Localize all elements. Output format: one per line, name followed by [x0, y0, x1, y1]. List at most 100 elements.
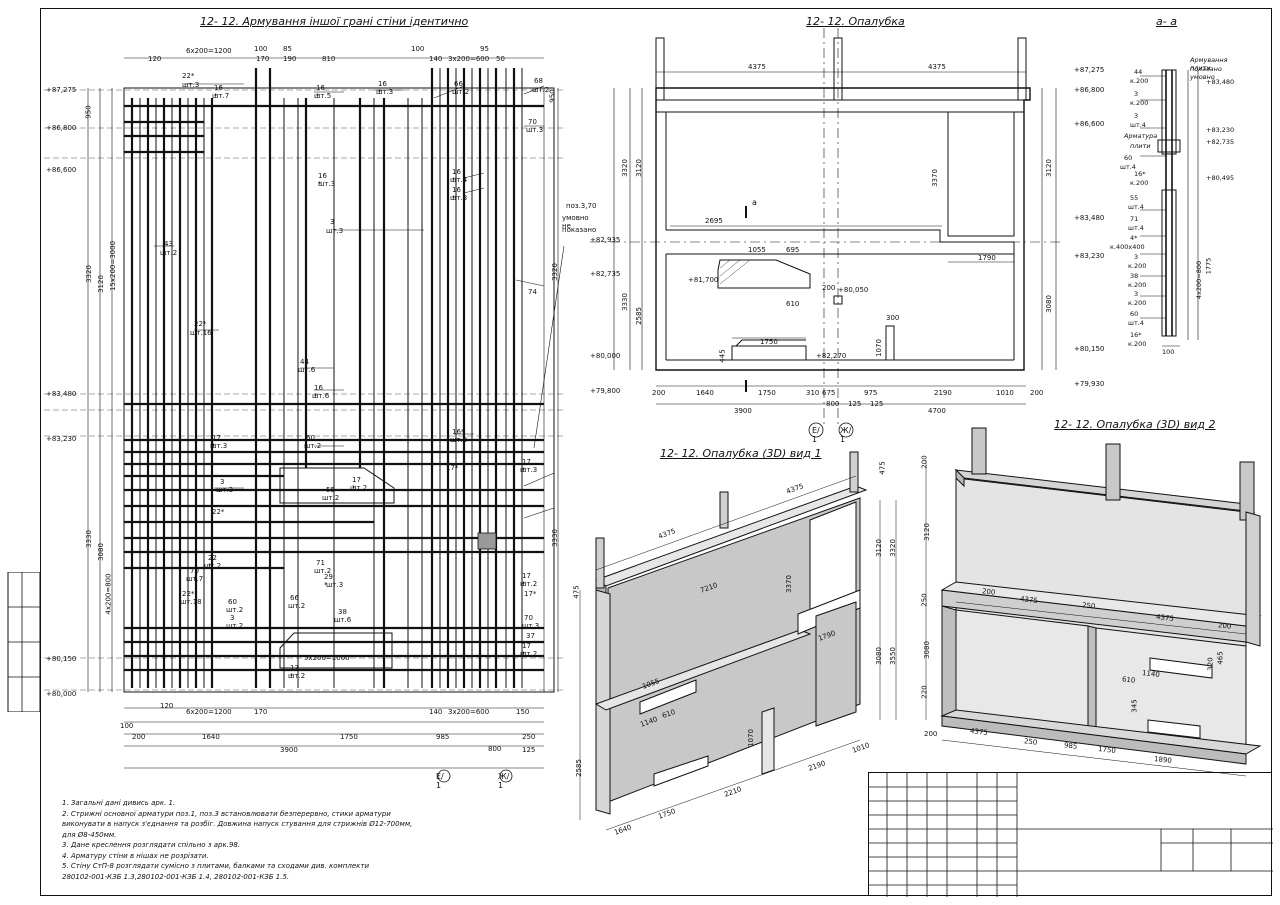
- bar-callout: 17*: [446, 464, 459, 472]
- dim-label: 200: [1217, 621, 1232, 631]
- bar-callout: шт.4: [450, 176, 468, 184]
- bar-callout: 16 *: [314, 384, 323, 400]
- bar-callout: шт.2: [532, 86, 550, 94]
- section-item: 3: [1134, 90, 1139, 98]
- dim-label: 985: [436, 733, 450, 741]
- bar-callout: шт.2: [520, 580, 538, 588]
- note-line: виконувати в напуск з'єднання та розбіг.…: [62, 820, 413, 828]
- dim-label: 300: [886, 314, 900, 322]
- bar-callout: 16 *: [378, 80, 387, 96]
- bar-callout: шт.2: [288, 602, 306, 610]
- section-item: 55: [1130, 194, 1139, 202]
- dim-label: 250: [1081, 601, 1096, 611]
- bar-callout: шт.2: [452, 88, 470, 96]
- reinforcement-elevation: [44, 57, 565, 783]
- dim-label: 85: [283, 45, 292, 53]
- section-item: 44: [1134, 68, 1143, 76]
- bar-callout: 70: [524, 614, 533, 622]
- level-mark: +86,800: [46, 124, 77, 132]
- section-item: к.200: [1128, 281, 1147, 289]
- formwork-3d-view-1: [579, 451, 897, 831]
- note-line: 280102-001-КЗБ 1.3,280102-001-КЗБ 1.4, 2…: [62, 872, 290, 881]
- note-line: 3. Дане креслення розглядати спільно з а…: [62, 841, 241, 849]
- bar-callout: шт.3: [182, 81, 200, 89]
- dim-label: 3320: [84, 265, 93, 283]
- dim-label: 125: [848, 400, 862, 408]
- dim-label: 445: [718, 349, 727, 363]
- bar-callout: шт.2: [204, 562, 222, 570]
- dim-label: 695: [786, 246, 800, 254]
- section-a-a: [1140, 69, 1199, 347]
- note-line: 4. Арматуру стіни в нішах не розрізати.: [62, 851, 209, 860]
- section-item: шт.4: [1128, 319, 1144, 327]
- bar-callout: шт.3: [318, 180, 336, 188]
- dim-label: 1010: [996, 389, 1014, 397]
- level-mark: +83,480: [46, 390, 77, 398]
- dim-label: 1750: [758, 389, 776, 397]
- section-item: 3: [1134, 112, 1139, 120]
- bar-callout: 16 *: [318, 172, 327, 188]
- bar-callout: шт.2: [314, 567, 332, 575]
- bar-callout: шт.3: [326, 581, 344, 589]
- level-mark: +80,000: [46, 690, 77, 698]
- dim-label: 1890: [1153, 755, 1173, 765]
- section-note: Арматура: [1124, 132, 1158, 140]
- bar-callout: 17 *: [522, 642, 531, 658]
- dim-label: 120: [148, 55, 162, 63]
- bar-callout: шт.6: [298, 366, 316, 374]
- dim-label: 3х200=600: [448, 55, 490, 63]
- dim-label: 3320: [888, 539, 897, 557]
- dim-label: 4375: [1155, 613, 1175, 623]
- note-line: 2. Стрижні основної арматури поз.1, поз.…: [62, 809, 391, 818]
- dim-label: 200: [1030, 389, 1044, 397]
- section-item: 16*: [1134, 170, 1146, 178]
- dim-label: 3330: [620, 293, 629, 311]
- level-mark: +83,230: [1206, 126, 1235, 134]
- dim-label: 200: [920, 455, 929, 469]
- dim-label: 250: [1023, 737, 1038, 747]
- dim-label: 3080: [874, 647, 883, 665]
- dim-label: 1070: [874, 339, 883, 357]
- bar-callout: шт.3: [450, 436, 468, 444]
- level-mark: +83,230: [46, 435, 77, 443]
- dim-label: 3120: [634, 159, 643, 177]
- dim-label: 3120: [874, 539, 883, 557]
- section-title: а- а: [1156, 15, 1177, 28]
- bar-callout: шт.3: [326, 227, 344, 235]
- dim-label: 4375: [969, 727, 989, 737]
- bar-callout: шт.7: [212, 92, 230, 100]
- section-item: 60: [1124, 154, 1133, 162]
- dim-label: 3330: [550, 529, 559, 547]
- bar-callout: 70: [190, 567, 199, 575]
- title-block: [868, 772, 1273, 897]
- bar-callout: 22*: [194, 320, 207, 328]
- level-mark: +82,735: [590, 270, 621, 278]
- dim-label: 100: [1162, 348, 1175, 356]
- axis-label: Ж/ 1: [840, 426, 852, 444]
- dim-label: 150: [516, 708, 530, 716]
- section-item: 4*: [1130, 234, 1138, 242]
- formwork-3d-view-2: [925, 427, 1262, 777]
- section-item: шт.4: [1128, 224, 1144, 232]
- level-mark: +80,150: [1074, 345, 1105, 353]
- dim-label: 950: [84, 105, 93, 119]
- bar-callout: шт.2: [160, 249, 178, 257]
- bar-callout: 17 *: [352, 476, 361, 492]
- dim-label: 190: [283, 55, 297, 63]
- section-note: плити: [1130, 142, 1151, 150]
- dim-label: 3320: [550, 263, 559, 281]
- bar-callout: шт.3: [520, 466, 538, 474]
- dim-label: 200: [981, 587, 996, 597]
- level-mark: +87,275: [1074, 66, 1105, 74]
- dim-label: 3320: [620, 159, 629, 177]
- dim-label: 200: [924, 730, 938, 738]
- dim-label: 100: [254, 45, 268, 53]
- dim-label: 1750: [340, 733, 358, 741]
- dim-label: 125: [522, 746, 536, 754]
- bar-callout: шт.3: [522, 622, 540, 630]
- section-item: к.200: [1130, 77, 1149, 85]
- dim-label: 4375: [1019, 595, 1039, 605]
- bar-callout: 22*: [182, 590, 195, 598]
- dim-label: 6х200=1200: [186, 708, 232, 716]
